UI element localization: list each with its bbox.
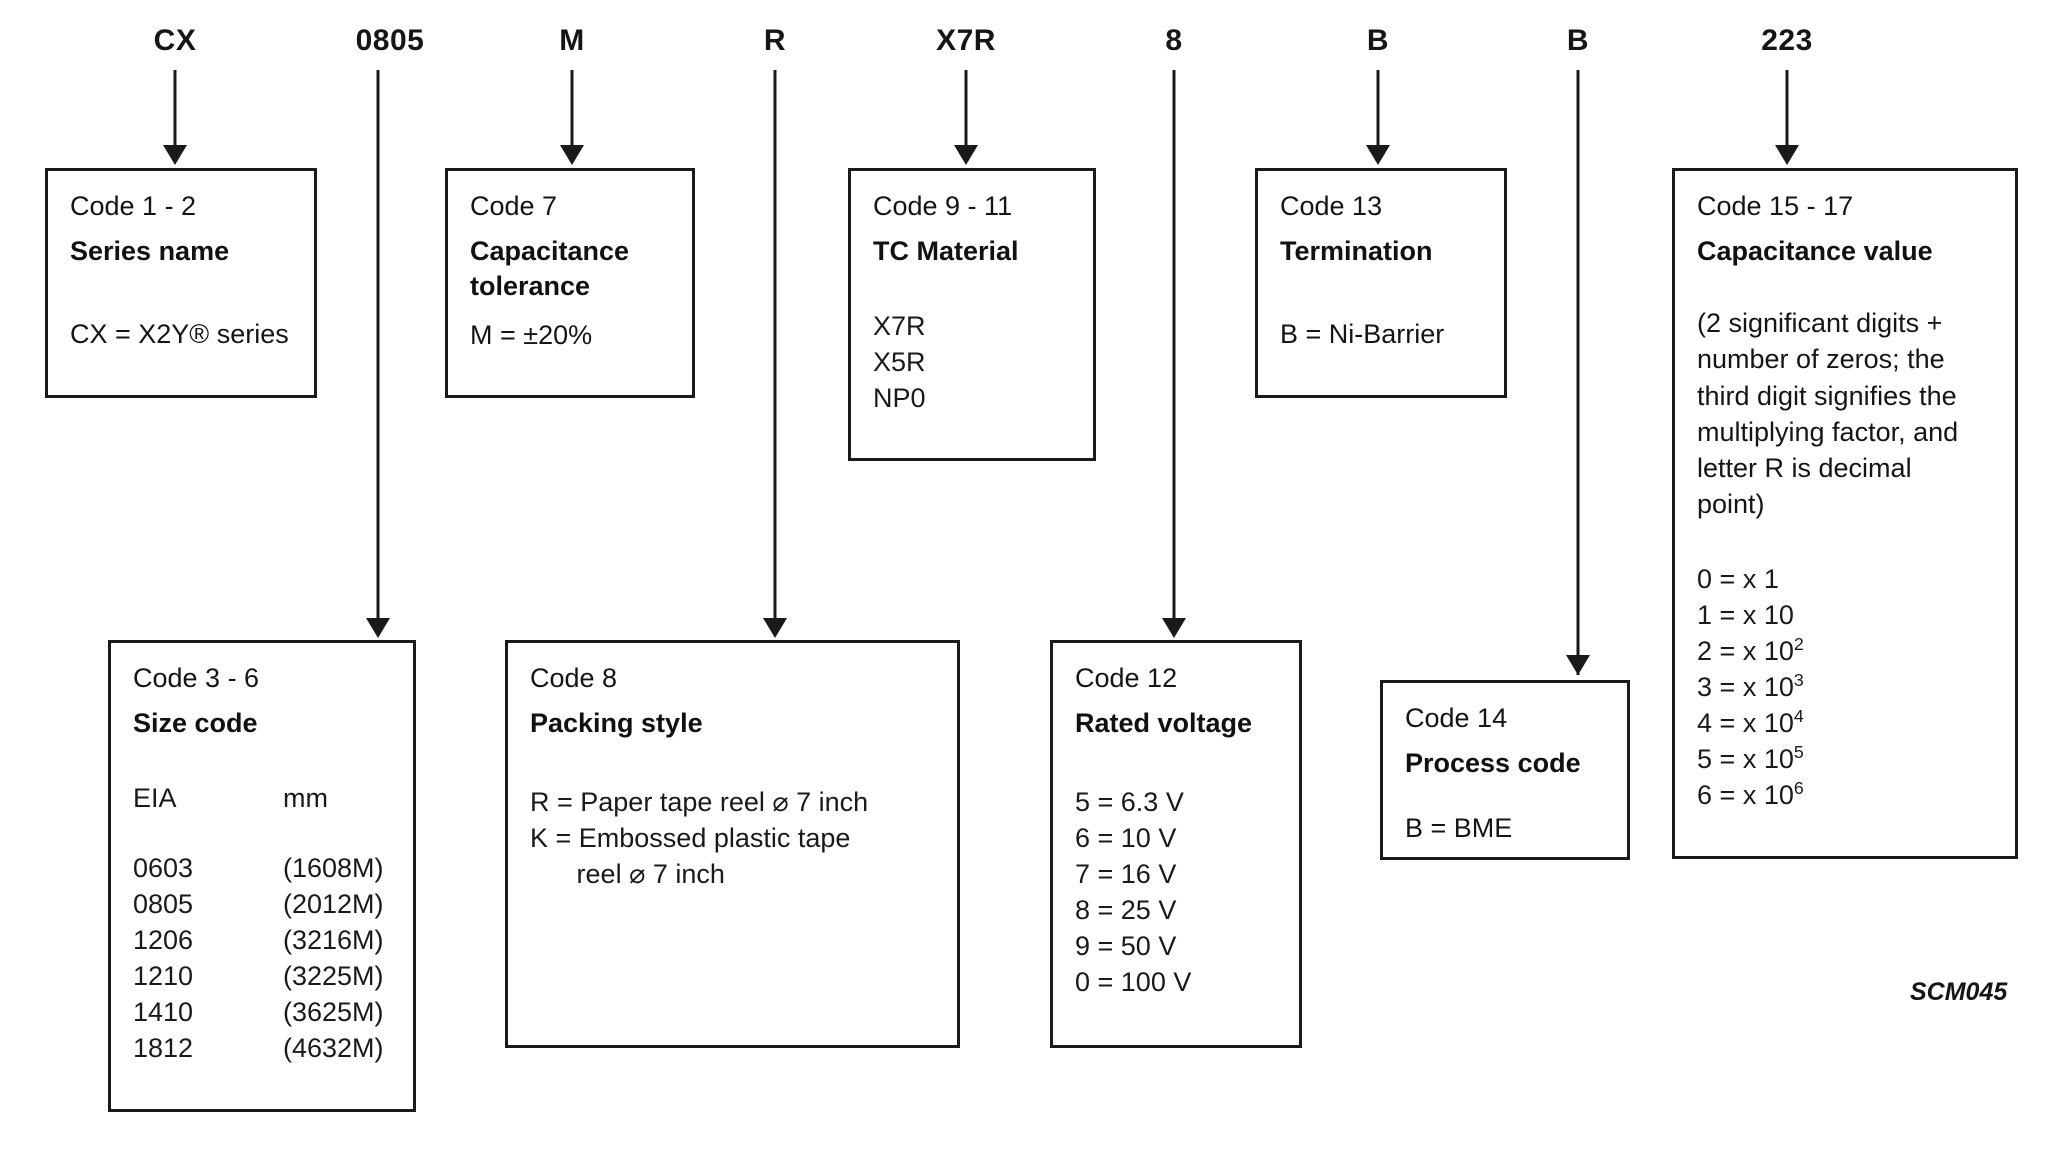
connector-line-voltage [1172,70,1176,635]
box-series-name: Code 1 - 2 Series name CX = X2Y® series [45,168,317,398]
box-code-label: Code 12 [1075,663,1178,693]
box-code-label: Code 1 - 2 [70,191,197,221]
segment-label-termination: B [1366,24,1390,57]
list-item: R = Paper tape reel ⌀ 7 inch [530,787,869,818]
list-item: 7 = 16 V [1075,859,1177,889]
segment-label-size: 0805 [355,24,425,57]
box-title: Capacitance tolerance [470,236,630,302]
connector-line-series [173,70,177,145]
list-item-continuation: reel ⌀ 7 inch [576,859,725,889]
segment-label-tc-material: X7R [936,24,996,57]
column-header-eia: EIA [133,783,177,814]
connector-arrow-packing [763,618,787,638]
connector-line-tc-material [964,70,968,145]
table-row: 1210(3225M) [133,960,384,991]
box-title: Termination [1280,236,1433,267]
box-line-0: M = ±20% [470,320,593,351]
box-title: TC Material [873,236,1019,267]
connector-line-capacitance [1785,70,1789,145]
box-termination: Code 13 Termination B = Ni-Barrier [1255,168,1507,398]
connector-arrow-series [163,145,187,165]
box-code-label: Code 13 [1280,191,1383,221]
box-line-0: CX = X2Y® series [70,319,289,350]
connector-arrow-process [1566,655,1590,675]
box-code-label: Code 8 [530,663,618,693]
box-size-code: Code 3 - 6 Size code EIA mm 0603(1608M) … [108,640,416,1112]
size-code-header-row: EIA mm [133,781,413,817]
box-code-label: Code 15 - 17 [1697,191,1854,221]
list-item: K = Embossed plastic tape [530,823,851,854]
list-item: 0 = 100 V [1075,966,1192,997]
box-tc-material: Code 9 - 11 TC Material X7R X5R NP0 [848,168,1096,461]
connector-arrow-capacitance [1775,145,1799,165]
packing-style-list: R = Paper tape reel ⌀ 7 inch K = Embosse… [530,785,957,893]
connector-line-termination [1376,70,1380,145]
list-item: 0 = x 1 [1697,564,1779,595]
list-item: X7R [873,311,926,342]
connector-line-tolerance [570,70,574,145]
segment-label-capacitance: 223 [1761,24,1813,57]
segment-label-series: CX [153,24,197,57]
tc-material-list: X7R X5R NP0 [873,309,1093,417]
table-row: 0805(2012M) [133,889,384,919]
table-row: 1206(3216M) [133,924,384,955]
connector-line-size [376,70,380,635]
list-item: 2 = x 102 [1697,634,1804,667]
box-line-0: B = Ni-Barrier [1280,319,1445,350]
box-title: Packing style [530,708,703,739]
box-title: Series name [70,236,230,267]
box-title: Rated voltage [1075,708,1253,739]
box-process-code: Code 14 Process code B = BME [1380,680,1630,860]
box-line-0: B = BME [1405,813,1513,844]
connector-line-process [1576,70,1580,675]
connector-line-packing [773,70,777,635]
segment-label-tolerance: M [559,24,585,57]
column-header-mm: mm [283,783,328,814]
capacitance-value-description: (2 significant digits + number of zeros;… [1697,308,1959,520]
list-item: NP0 [873,383,926,413]
table-row: 0603(1608M) [133,853,384,884]
rated-voltage-list: 5 = 6.3 V 6 = 10 V 7 = 16 V 8 = 25 V 9 =… [1075,785,1299,1000]
segment-label-voltage: 8 [1165,24,1183,57]
box-code-label: Code 14 [1405,703,1508,733]
size-code-table: 0603(1608M) 0805(2012M) 1206(3216M) 1210… [133,851,413,1066]
list-item: 8 = 25 V [1075,894,1177,925]
connector-arrow-tc-material [954,145,978,165]
connector-arrow-size [366,618,390,638]
table-row: 1812(4632M) [133,1032,384,1063]
table-row: 1410(3625M) [133,996,384,1027]
list-item: X5R [873,347,926,378]
segment-label-packing: R [763,24,787,57]
box-code-label: Code 9 - 11 [873,191,1013,221]
list-item: 5 = x 105 [1697,741,1804,774]
list-item: 3 = x 103 [1697,669,1804,702]
segment-label-process: B [1566,24,1590,57]
list-item: 5 = 6.3 V [1075,787,1184,818]
list-item: 9 = 50 V [1075,930,1177,961]
list-item: 6 = x 106 [1697,777,1804,810]
connector-arrow-termination [1366,145,1390,165]
list-item: 6 = 10 V [1075,823,1177,854]
box-packing-style: Code 8 Packing style R = Paper tape reel… [505,640,960,1048]
box-title: Process code [1405,748,1581,779]
connector-arrow-tolerance [560,145,584,165]
figure-reference: SCM045 [1910,978,2008,1006]
box-code-label: Code 7 [470,191,558,221]
connector-arrow-voltage [1162,618,1186,638]
box-capacitance-tolerance: Code 7 Capacitance tolerance M = ±20% [445,168,695,398]
multiplier-list: 0 = x 1 1 = x 10 2 = x 102 3 = x 103 4 =… [1697,562,2015,813]
box-code-label: Code 3 - 6 [133,663,260,693]
box-rated-voltage: Code 12 Rated voltage 5 = 6.3 V 6 = 10 V… [1050,640,1302,1048]
box-capacitance-value: Code 15 - 17 Capacitance value (2 signif… [1672,168,2018,859]
box-title: Capacitance value [1697,236,1933,267]
box-title: Size code [133,708,258,739]
list-item: 4 = x 104 [1697,705,1804,738]
list-item: 1 = x 10 [1697,600,1794,631]
